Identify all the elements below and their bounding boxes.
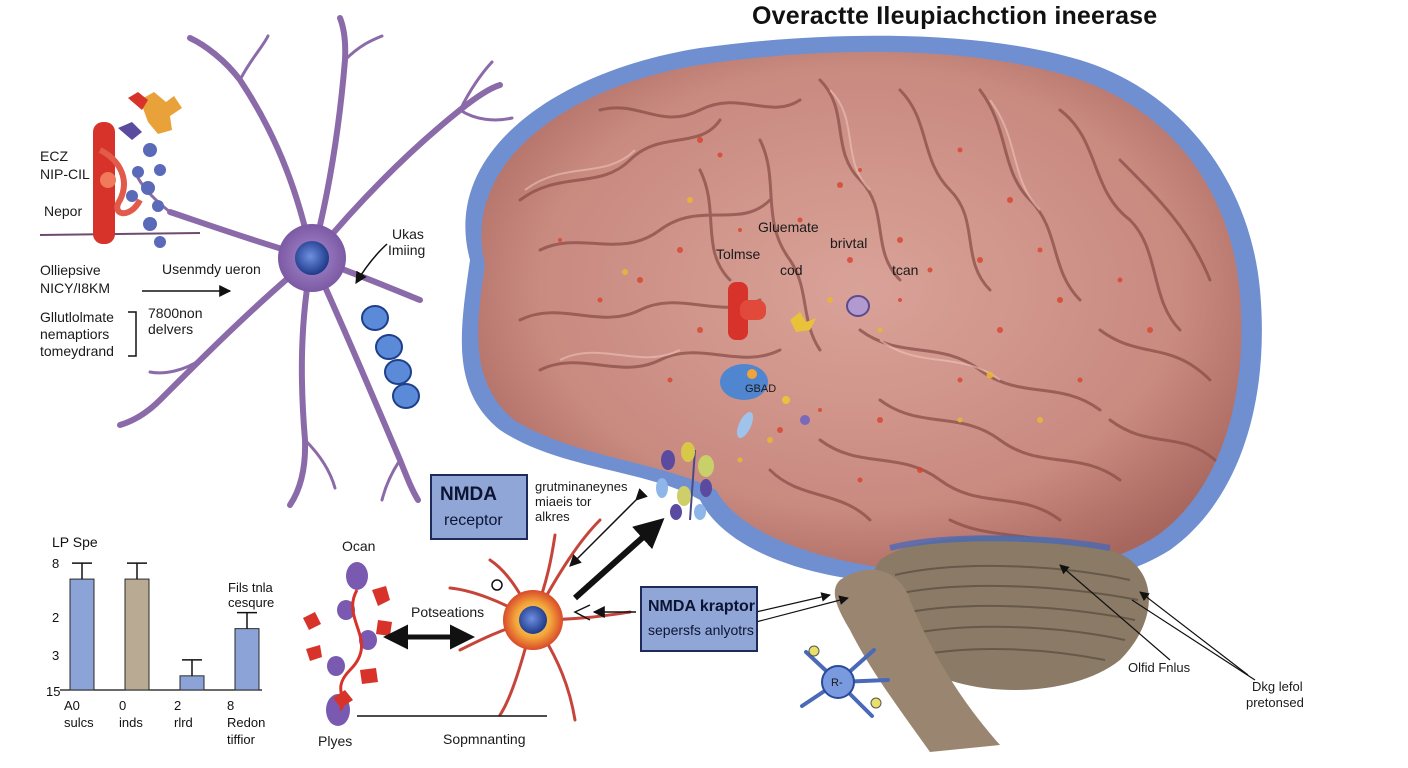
label-grut-1: grutminaneynes	[535, 479, 628, 494]
nmda-receptor-box: NMDA receptor	[430, 474, 528, 540]
x-tick-label: 0	[119, 698, 127, 713]
label-delivers-1: 7800non	[148, 305, 203, 321]
chart-annotation: Fils tnla cesqure	[228, 580, 275, 610]
label-glutamate-brain: Gluemate	[758, 219, 819, 235]
x-tick-label: rlrd	[174, 715, 193, 730]
x-tick-label: Redon	[227, 715, 266, 730]
label-olfid: Olfid Fnlus	[1128, 660, 1191, 675]
neuron-illustration	[117, 15, 514, 508]
label-tolmse: Tolmse	[716, 246, 761, 262]
label-delivers-2: delvers	[148, 321, 194, 337]
label-ukas-2: Imiing	[388, 242, 426, 258]
nmda-receptor-box-title: NMDA	[440, 484, 497, 505]
label-gbad: GBAD	[745, 383, 777, 395]
receptor-molecule-cluster	[39, 92, 201, 248]
label-neuron: Usenmdy uеron	[162, 261, 261, 277]
y-tick-label: 8	[52, 556, 60, 571]
label-cod: cod	[780, 262, 803, 278]
label-ecz: ECZ	[40, 148, 68, 164]
nmda-kraptor-box: NMDA kraptor sepersfs anlyotrs	[640, 586, 758, 652]
label-dkg-1: Dkg lefol	[1252, 679, 1303, 694]
label-potseations: Potseations	[411, 604, 485, 620]
bar-chart	[60, 562, 262, 691]
label-sopmnanting: Sopmnanting	[443, 731, 526, 747]
label-plyes: Plyes	[318, 733, 353, 749]
bar-1	[69, 578, 95, 691]
label-brivtal: brivtal	[830, 235, 868, 251]
nmda-kraptor-box-title: NMDA kraptor	[648, 598, 755, 615]
label-glutamate-3: tomeydrand	[40, 343, 114, 359]
label-r: R-	[831, 677, 843, 689]
label-grut-3: alkres	[535, 509, 570, 524]
label-tcan: tcan	[892, 262, 919, 278]
label-nepor: Nepor	[44, 203, 83, 219]
y-tick-label: 3	[52, 648, 60, 663]
error-bar-2	[127, 562, 147, 580]
label-nicy: NICY/I8KM	[40, 280, 111, 296]
label-ukas-1: Ukas	[392, 226, 424, 242]
bottom-molecule-chain	[303, 562, 475, 726]
label-glutamate-1: Gllutlolmate	[40, 309, 114, 325]
chart-title: LP Spe	[52, 534, 98, 550]
error-bar-3	[182, 659, 202, 676]
error-bar-1	[72, 562, 92, 580]
label-ocan: Ocan	[342, 538, 376, 554]
x-tick-label: 8	[227, 698, 235, 713]
x-tick-label: sulcs	[64, 715, 94, 730]
pathway-arrows	[569, 488, 1256, 681]
page-title: Overactte Ileupiachction ineerase	[752, 2, 1158, 30]
x-tick-label: A0	[64, 698, 80, 713]
label-dkg-2: pretonsed	[1246, 695, 1304, 710]
nmda-kraptor-box-subtitle: sepersfs anlyotrs	[648, 622, 754, 638]
receptor-chain	[656, 442, 714, 521]
x-tick-label: tiffior	[227, 732, 255, 747]
error-bar-4	[237, 611, 257, 629]
x-tick-label: inds	[119, 715, 143, 730]
label-grut-2: miaeis tor	[535, 494, 592, 509]
x-tick-label: 2	[174, 698, 182, 713]
label-nip: NIP-CIL	[40, 166, 90, 182]
label-glutamate-2: nemaptiors	[40, 326, 110, 342]
label-olliepsive: Olliepsive	[40, 262, 101, 278]
brain-illustration	[461, 35, 1262, 752]
star-receptor-illustration	[800, 645, 890, 718]
bar-3	[179, 675, 205, 691]
bar-4	[234, 628, 260, 691]
bar-2	[124, 578, 150, 691]
left-bracket	[128, 311, 137, 357]
nmda-receptor-box-subtitle: receptor	[444, 512, 503, 529]
y-tick-label: 2	[52, 610, 60, 625]
y-tick-label: 15	[46, 684, 61, 699]
